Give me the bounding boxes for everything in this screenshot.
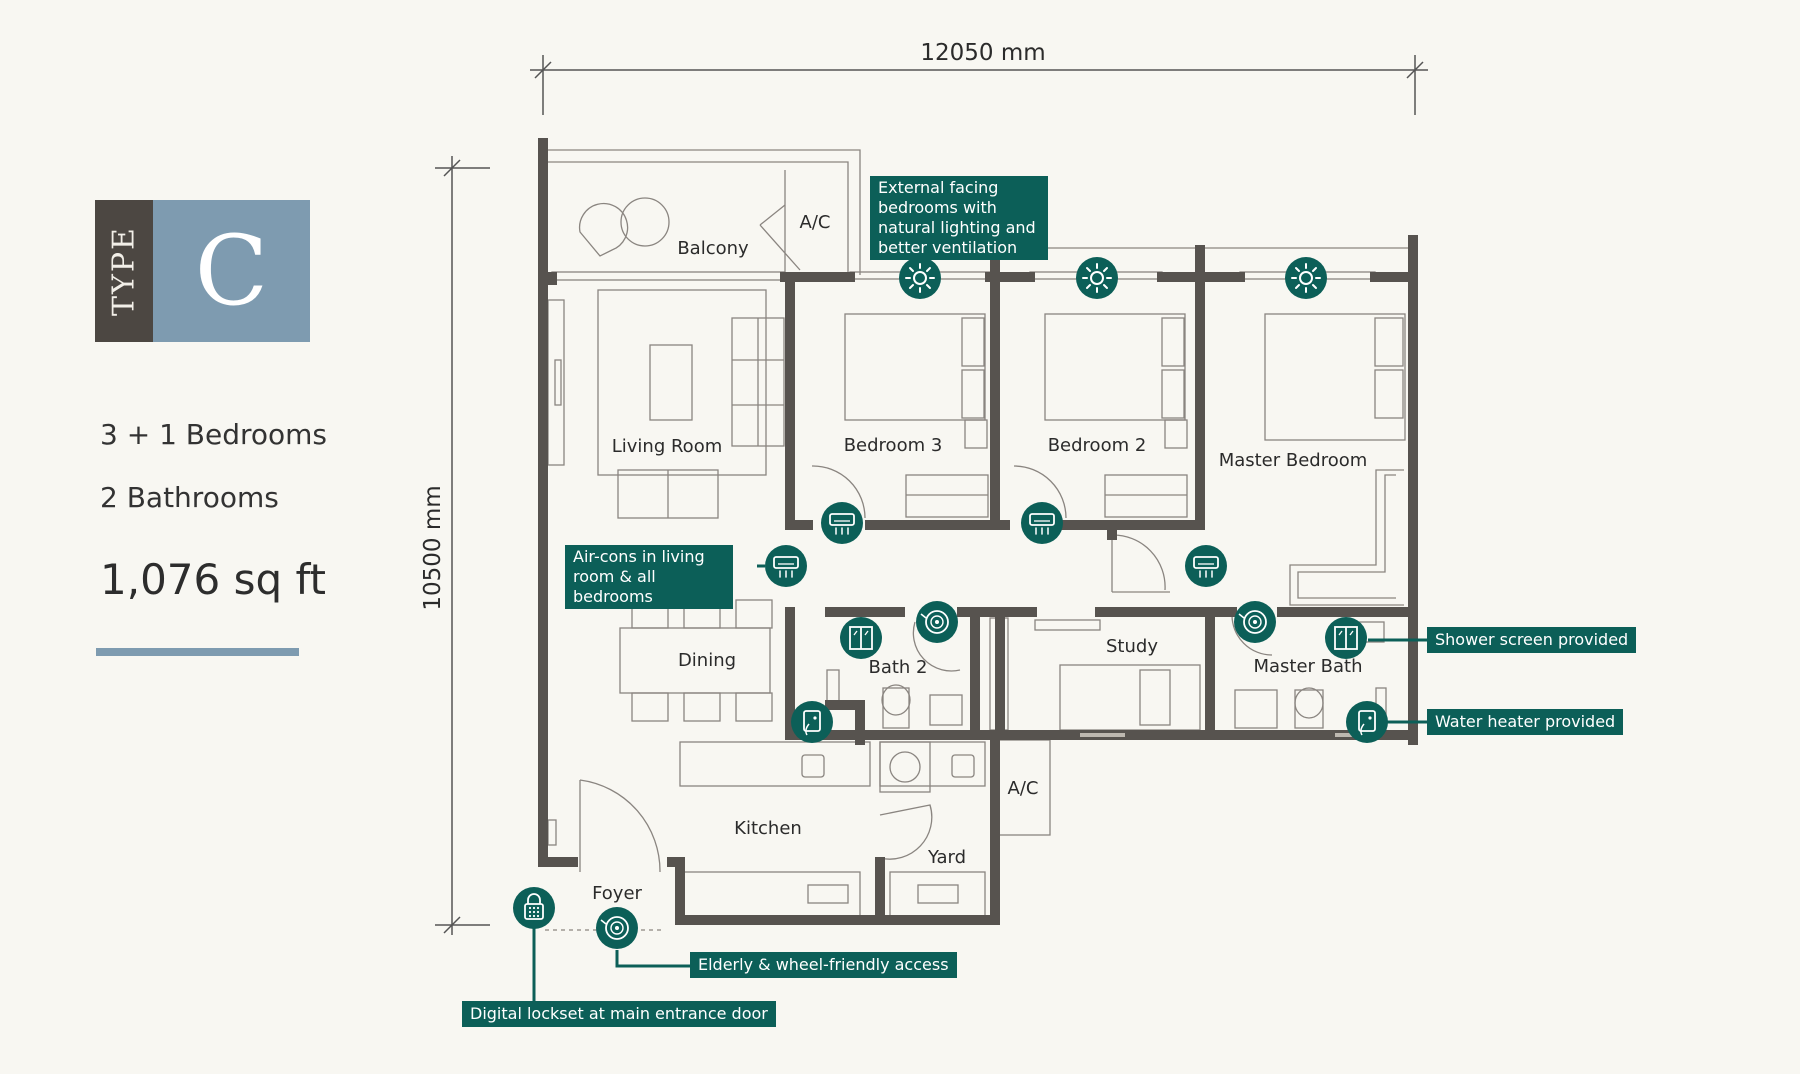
thin-outlines bbox=[545, 149, 1410, 931]
callout-leaders bbox=[532, 222, 1432, 1020]
depth-label: 10500 mm bbox=[420, 485, 446, 610]
sun-icon bbox=[898, 256, 942, 300]
type-letter: C bbox=[194, 215, 269, 327]
living-room-label: Living Room bbox=[612, 436, 723, 457]
shower-screen-icon bbox=[1324, 616, 1368, 660]
type-strip: TYPE bbox=[95, 200, 153, 342]
wheel-access-icon bbox=[915, 600, 959, 644]
spec-divider bbox=[96, 648, 299, 656]
master-bedroom-label: Master Bedroom bbox=[1219, 450, 1368, 471]
dining-label: Dining bbox=[678, 650, 736, 671]
type-letter-box: C bbox=[153, 200, 310, 342]
digital-lock-icon bbox=[512, 886, 556, 930]
master-bath-label: Master Bath bbox=[1253, 656, 1362, 677]
bathrooms-spec: 2 Bathrooms bbox=[100, 481, 279, 514]
wheel-access-icon bbox=[1233, 600, 1277, 644]
ac-top-label: A/C bbox=[800, 212, 831, 233]
kitchen-label: Kitchen bbox=[734, 818, 802, 839]
bedroom-3-label: Bedroom 3 bbox=[844, 435, 943, 456]
water-heater-callout: Water heater provided bbox=[1427, 709, 1624, 735]
digital-lockset-callout: Digital lockset at main entrance door bbox=[462, 1001, 776, 1027]
sun-icon bbox=[1075, 256, 1119, 300]
yard-label: Yard bbox=[927, 847, 966, 868]
air-conditioner-icon bbox=[820, 501, 864, 545]
walls bbox=[538, 138, 1418, 925]
study-label: Study bbox=[1106, 636, 1158, 657]
bedrooms-spec: 3 + 1 Bedrooms bbox=[100, 418, 328, 451]
wheel-access-icon bbox=[595, 906, 639, 950]
bedroom-2-label: Bedroom 2 bbox=[1048, 435, 1147, 456]
aircons-callout: Air-cons in living room & all bedrooms bbox=[565, 545, 733, 609]
elderly-access-callout: Elderly & wheel-friendly access bbox=[690, 952, 957, 978]
balcony-label: Balcony bbox=[677, 238, 749, 259]
shower-screen-icon bbox=[839, 616, 883, 660]
water-heater-icon bbox=[1345, 700, 1389, 744]
width-label: 12050 mm bbox=[920, 40, 1045, 66]
depth-dimension bbox=[435, 156, 490, 935]
water-heater-icon bbox=[790, 700, 834, 744]
width-dimension bbox=[530, 55, 1428, 115]
shower-screen-callout: Shower screen provided bbox=[1427, 627, 1637, 653]
air-conditioner-icon bbox=[1020, 501, 1064, 545]
air-conditioner-icon bbox=[764, 544, 808, 588]
external-bedrooms-callout: External facing bedrooms with natural li… bbox=[870, 176, 1048, 260]
unit-type-badge: TYPE C bbox=[95, 200, 310, 342]
air-conditioner-icon bbox=[1184, 544, 1228, 588]
area-spec: 1,076 sq ft bbox=[100, 555, 326, 604]
sun-icon bbox=[1284, 256, 1328, 300]
ac-yard-label: A/C bbox=[1008, 778, 1039, 799]
foyer-label: Foyer bbox=[592, 883, 642, 904]
bath-2-label: Bath 2 bbox=[868, 657, 927, 678]
